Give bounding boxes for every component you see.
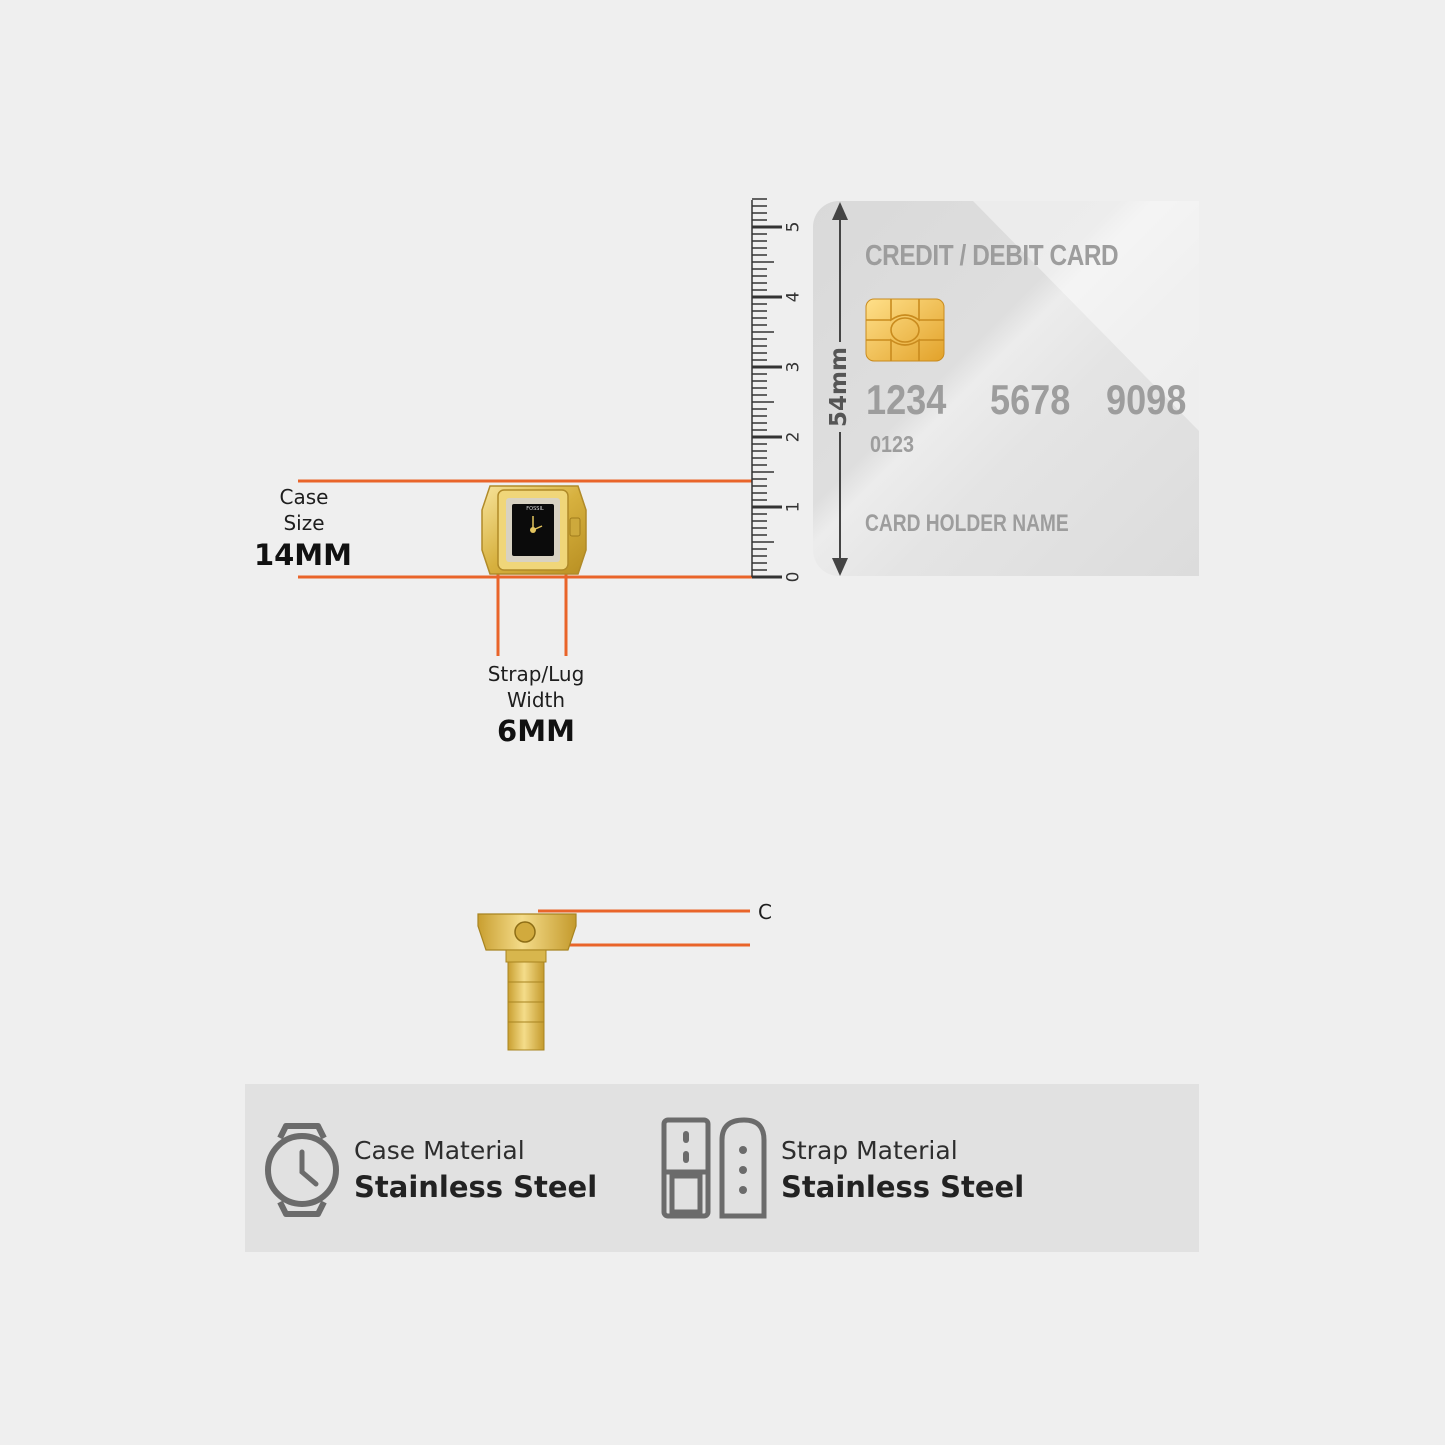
watch-side-view xyxy=(477,913,577,1051)
strap-icon xyxy=(661,1117,767,1219)
ruler-labels: 0 1 2 3 4 5 xyxy=(783,200,814,590)
card-number-group: 9098 xyxy=(1106,376,1187,423)
card-height-arrow xyxy=(832,202,848,576)
case-size-value: 14MM xyxy=(253,538,353,572)
ruler-label: 5 xyxy=(783,221,804,233)
chip-icon xyxy=(865,298,945,362)
strap-material-value: Stainless Steel xyxy=(781,1170,1025,1204)
ruler-label: 4 xyxy=(783,291,804,303)
strap-material-title: Strap Material xyxy=(781,1136,958,1165)
card-height-label: 54mm xyxy=(826,347,852,427)
strap-width-label: Strap/Lug Width xyxy=(487,662,585,712)
card-title: CREDIT / DEBIT CARD xyxy=(865,240,1119,272)
case-material-value: Stainless Steel xyxy=(354,1170,598,1204)
ruler-label: 1 xyxy=(783,501,804,513)
credit-card xyxy=(813,201,1199,576)
card-holder-name: CARD HOLDER NAME xyxy=(865,510,1069,537)
case-material-title: Case Material xyxy=(354,1136,525,1165)
watch-brand: FOSSIL xyxy=(526,506,544,512)
ruler xyxy=(751,198,782,579)
card-number-group: 1234 xyxy=(866,376,947,423)
card-small-number: 0123 xyxy=(870,431,915,457)
watch-top-view xyxy=(481,485,587,575)
case-size-label: Case Size xyxy=(279,485,329,535)
thickness-label: C xyxy=(758,900,772,924)
ruler-label: 2 xyxy=(783,431,804,443)
strap-width-value: 6MM xyxy=(497,714,575,748)
watch-icon xyxy=(265,1123,339,1217)
ruler-label: 3 xyxy=(783,361,804,373)
ruler-label: 0 xyxy=(783,571,804,583)
card-number-group: 5678 xyxy=(990,376,1071,423)
